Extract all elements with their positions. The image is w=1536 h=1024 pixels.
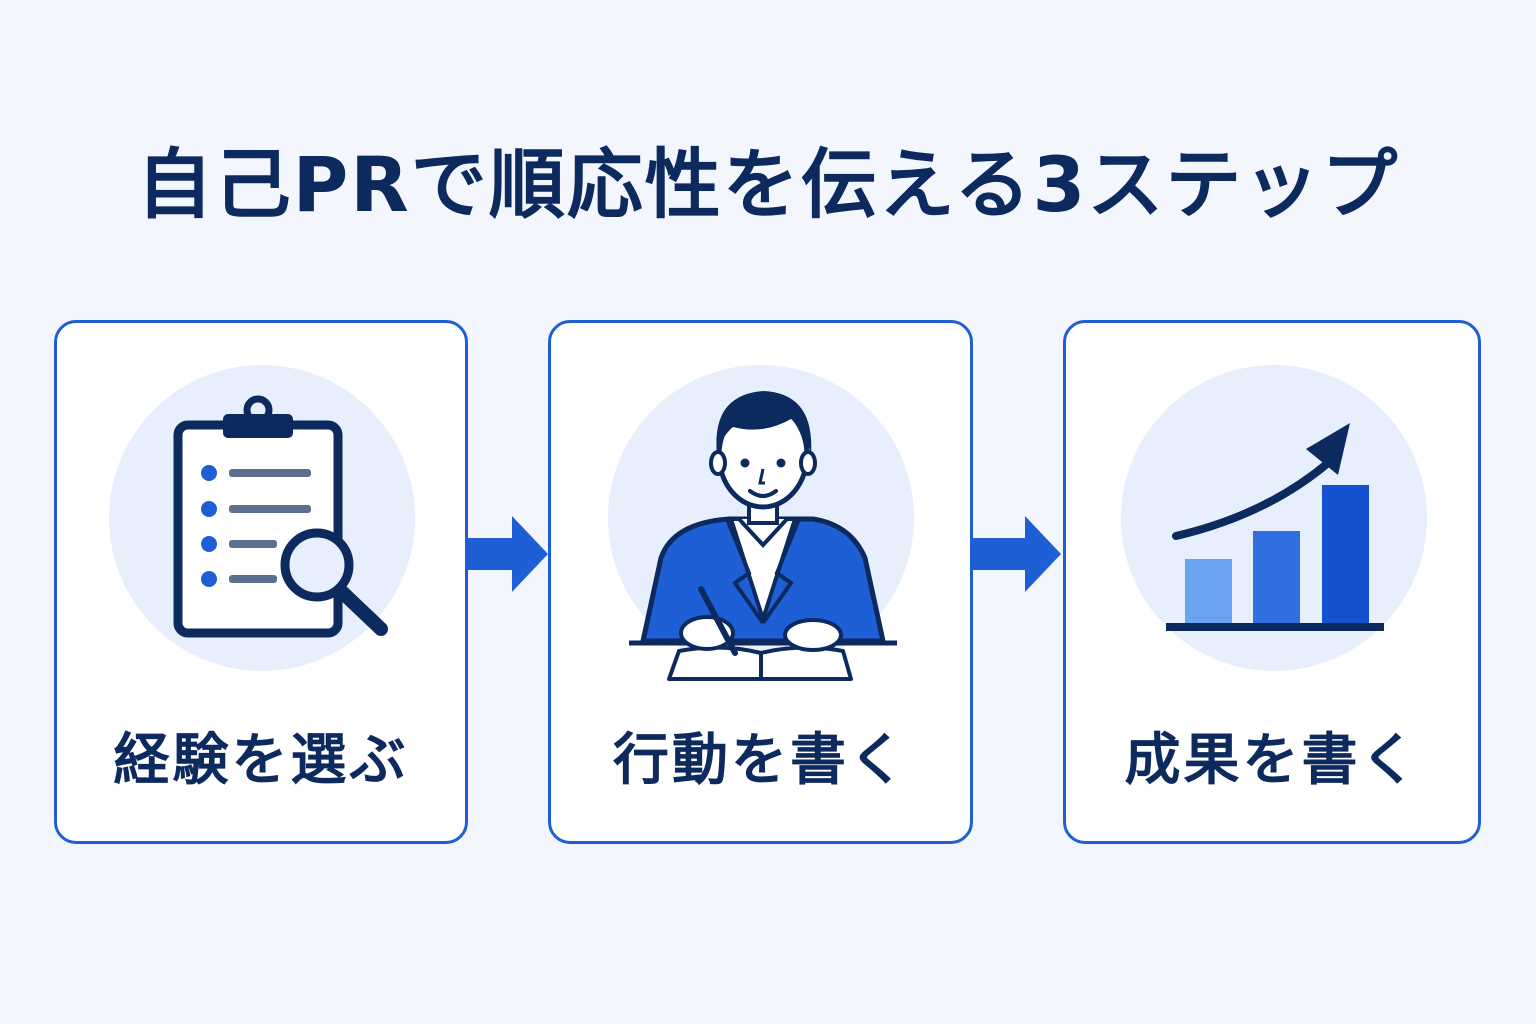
step-label: 経験を選ぶ (113, 728, 409, 793)
step-label: 成果を書く (1124, 728, 1420, 793)
step-card-write-result: 成果を書く (1063, 320, 1481, 844)
person-writing-icon (629, 391, 897, 681)
arrow-right-icon (973, 516, 1061, 592)
step-label: 行動を書く (613, 728, 908, 793)
step-card-select-experience: 経験を選ぶ (54, 320, 468, 844)
page-title: 自己PRで順応性を伝える3ステップ (136, 140, 1400, 229)
step-card-write-action: 行動を書く (548, 320, 973, 844)
clipboard-search-icon (173, 395, 388, 638)
arrow-right-icon (468, 516, 548, 592)
growth-chart-icon (1166, 423, 1384, 631)
